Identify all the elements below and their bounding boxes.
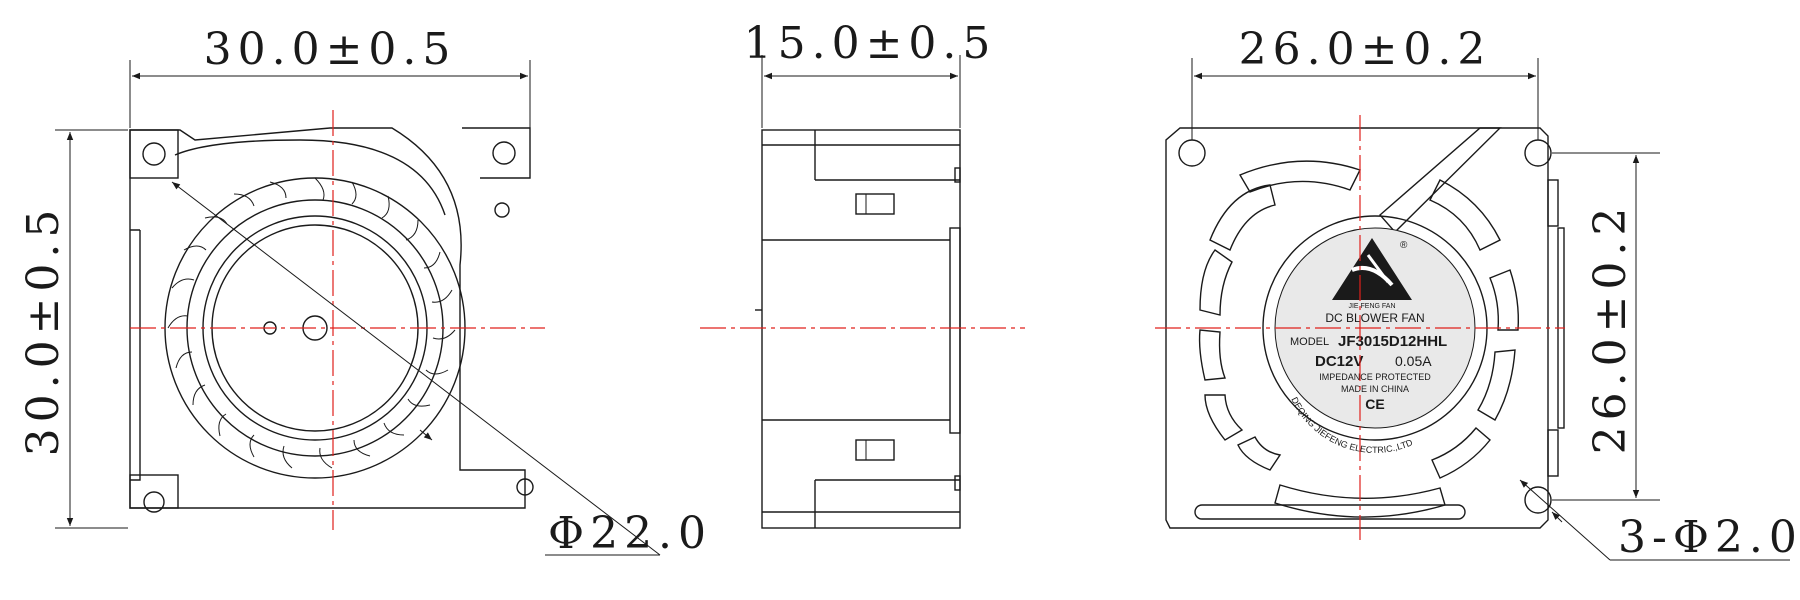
back-spacing-h-label: 26.0±0.2 [1239,24,1492,75]
front-width-dimension: 30.0±0.5 [129,24,531,128]
diameter-label: Φ22.0 [548,508,712,559]
label-model-prefix: MODEL [1290,336,1329,348]
impeller-diameter-callout: Φ22.0 [171,181,712,559]
label-current: 0.05A [1395,353,1432,369]
label-origin: MADE IN CHINA [1341,384,1409,394]
label-model-number: JF3015D12HHL [1338,333,1447,350]
front-width-label: 30.0±0.5 [204,24,457,75]
label-voltage: DC12V [1315,353,1363,370]
registered-mark: ® [1400,240,1408,251]
back-spacing-v-label: 26.0±0.2 [1585,202,1636,455]
label-impedance: IMPEDANCE PROTECTED [1319,372,1431,382]
jiefeng-logo-icon: JIE FENG FAN ® [1332,238,1412,310]
side-view [700,129,1025,529]
front-height-label: 30.0±0.5 [18,204,69,457]
label-product-name: DC BLOWER FAN [1325,311,1424,325]
mount-hole-callout: 3-Φ2.0 [1519,479,1800,563]
front-height-dimension: 30.0±0.5 [18,129,128,529]
hole-callout-label: 3-Φ2.0 [1618,512,1800,563]
front-view [129,110,545,530]
side-depth-dimension: 15.0±0.5 [744,18,997,128]
logo-wordmark: JIE FENG FAN [1348,303,1395,310]
back-view: JIE FENG FAN ® DC BLOWER FAN MODEL JF301… [1155,115,1565,540]
ce-mark-icon: CE [1365,396,1384,412]
back-hole-spacing-vertical: 26.0±0.2 [1552,152,1660,501]
side-depth-label: 15.0±0.5 [744,18,997,69]
back-hole-spacing-horizontal: 26.0±0.2 [1191,24,1539,140]
